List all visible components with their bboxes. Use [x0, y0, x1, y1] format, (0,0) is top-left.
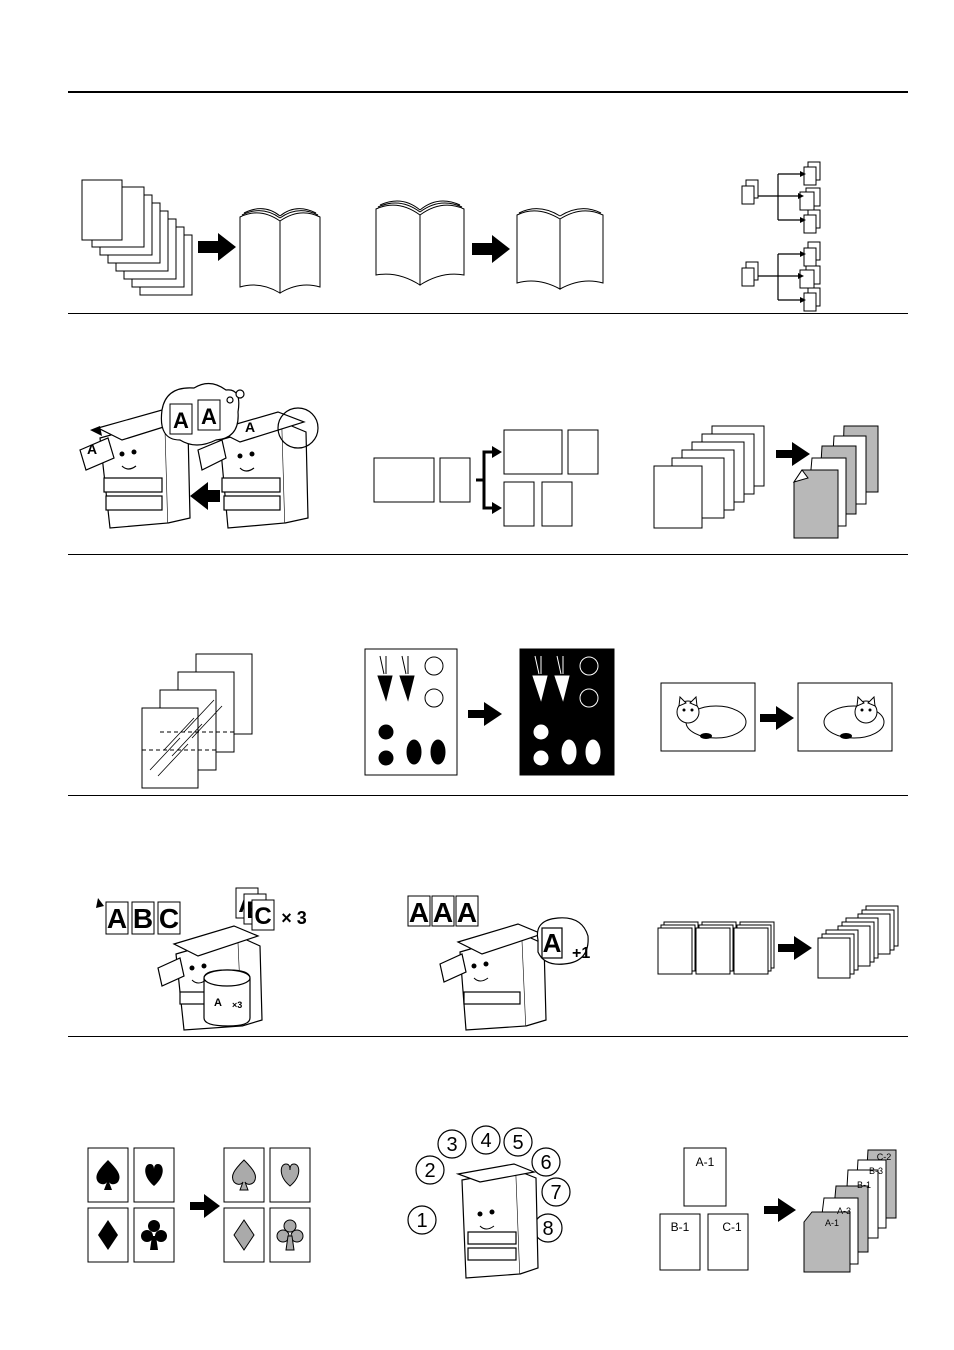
negative-reverse-illustration: [364, 648, 616, 778]
result-tab-label: A-3: [837, 1206, 851, 1216]
speech-number: 7: [550, 1182, 561, 1204]
original-label: B-1: [671, 1220, 690, 1234]
letter-b-badge: B: [133, 903, 153, 934]
speech-number: 1: [416, 1210, 427, 1232]
letter-a-badge: A: [173, 408, 189, 433]
letter-a-badge: A: [457, 897, 477, 928]
letter-a-badge: A: [107, 903, 127, 934]
letter-a-badge: A: [87, 441, 97, 457]
speech-number: 4: [480, 1130, 491, 1152]
section-divider-1: [68, 313, 908, 314]
mirror-image-illustration: [660, 682, 894, 754]
result-tab-label: A-1: [825, 1218, 839, 1228]
letter-a-badge: A: [543, 928, 562, 958]
section-divider-3: [68, 795, 908, 796]
mini-times-three: ×3: [232, 1000, 242, 1010]
original-label: C-1: [722, 1220, 742, 1234]
speech-number: 2: [424, 1160, 435, 1182]
booklet-from-sheets-illustration: [78, 185, 338, 300]
speech-number: 6: [540, 1152, 551, 1174]
top-rule: [68, 91, 908, 93]
section-divider-2: [68, 554, 908, 555]
original-label: A-1: [696, 1155, 715, 1169]
letter-a-badge: A: [201, 404, 217, 429]
speech-number: 5: [512, 1132, 523, 1154]
abc-badge: A: [214, 997, 222, 1009]
letter-a-badge: A: [433, 897, 453, 928]
section-divider-4: [68, 1036, 908, 1037]
split-page-illustration: [372, 428, 604, 528]
letter-c-badge: C: [159, 903, 179, 934]
image-lighten-illustration: [86, 1146, 310, 1264]
letter-a-badge: A: [245, 419, 255, 435]
sort-copy-illustration: [656, 904, 900, 988]
result-tab-label: B-3: [869, 1166, 883, 1176]
two-sided-copy-illustration: [652, 422, 882, 542]
plus-one-label: +1: [572, 945, 590, 962]
copy-distribution-illustration: [736, 158, 836, 313]
letter-a-badge: A: [409, 897, 429, 928]
booklet-from-book-illustration: [372, 195, 612, 295]
memory-copy-illustration: A B C A B C × 3 A ×3: [92, 882, 312, 1032]
interrupt-copy-illustration: A A A A: [70, 378, 330, 538]
speech-number: 3: [446, 1134, 457, 1156]
speech-number: 8: [542, 1218, 553, 1240]
combine-originals-illustration: A-1 B-1 C-1 C-2 B-3 B-1 A-3 A-1: [656, 1146, 902, 1274]
program-memory-illustration: 1 2 3 4 5 6 7 8: [404, 1124, 580, 1286]
result-tab-label: C-2: [877, 1152, 892, 1162]
proof-copy-illustration: A A A A +1: [404, 892, 600, 1032]
times-three-label: × 3: [281, 908, 307, 928]
letter-c-badge: C: [254, 903, 271, 930]
result-tab-label: B-1: [857, 1180, 871, 1190]
transparency-interleave-illustration: [140, 652, 256, 792]
